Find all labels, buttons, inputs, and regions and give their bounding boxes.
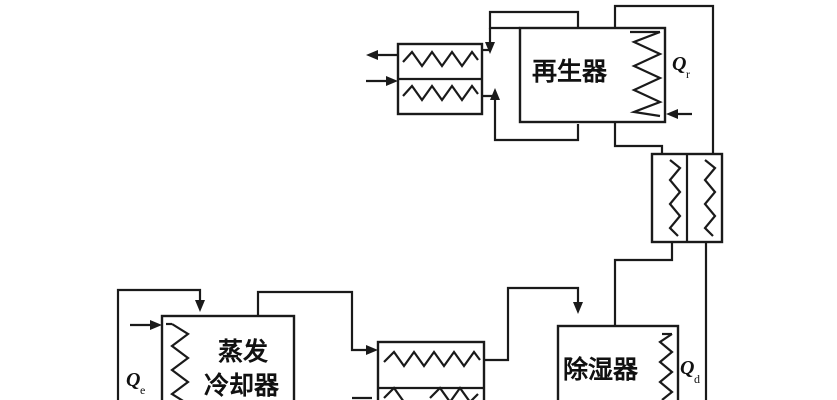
evaporative-cooler-inlet-piping [116,288,205,400]
bottom-heat-exchanger [376,340,486,400]
evaporative-cooler-label-line1: 蒸发 [218,337,268,366]
evaporative-cooler-label-line2: 冷却器 [204,371,280,400]
dehumidifier: 除湿器 Q d [556,324,700,400]
regenerator: 再生器 Q r [518,26,692,124]
cooler-to-exchanger-piping [256,290,378,400]
regenerator-outer-piping [613,4,715,156]
evaporative-cooler-heat-subscript: e [140,383,145,397]
regenerator-label: 再生器 [532,57,608,86]
right-exchanger-down-piping [613,242,708,400]
regenerator-loop-piping [482,10,580,142]
regenerator-heat-subscript: r [686,67,690,81]
regenerator-heat-symbol: Q [672,53,686,75]
right-heat-exchanger [650,152,724,244]
top-left-heat-exchanger [396,42,484,116]
evaporative-cooler-heat-symbol: Q [126,369,140,391]
dehumidifier-label: 除湿器 [563,355,639,384]
dehumidifier-heat-symbol: Q [680,357,694,379]
top-left-external-flows [366,50,398,86]
evaporative-cooler: 蒸发 冷却器 Q e [126,314,296,400]
dehumidifier-inlet-piping [484,286,583,362]
dehumidifier-heat-subscript: d [694,372,700,386]
